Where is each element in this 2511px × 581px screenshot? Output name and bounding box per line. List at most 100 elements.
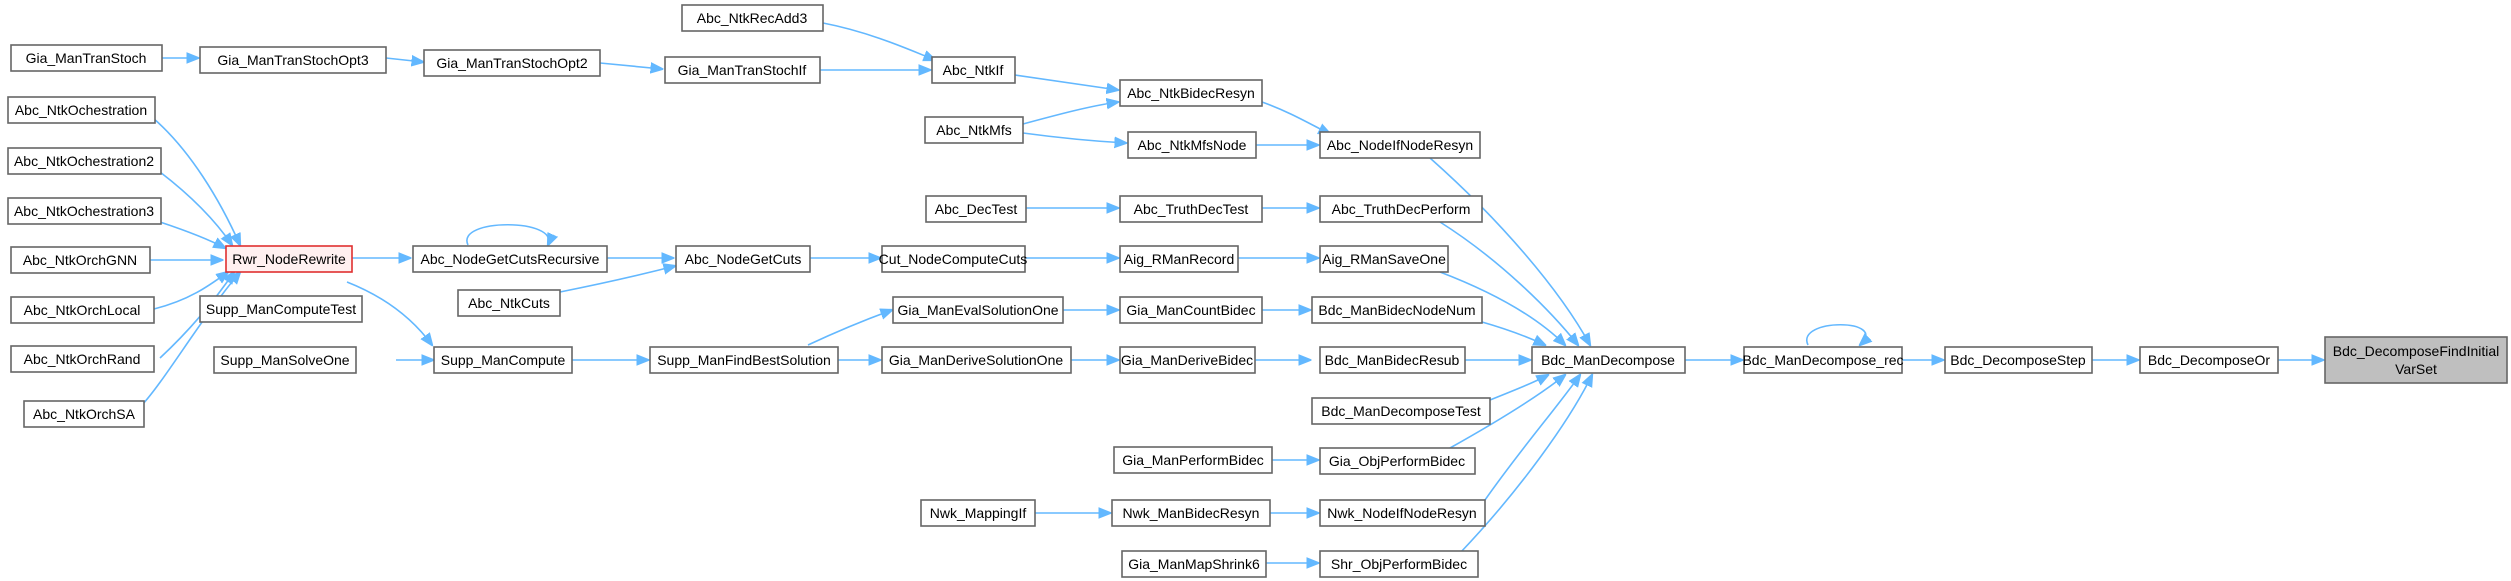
node-Gia_ManEvalSolutionOne[interactable]: Gia_ManEvalSolutionOne bbox=[892, 296, 1064, 324]
node-Gia_ManDeriveBidec[interactable]: Gia_ManDeriveBidec bbox=[1119, 346, 1256, 374]
node-label: Bdc_ManDecompose_rec bbox=[1742, 352, 1903, 368]
node-label: Abc_NtkOrchRand bbox=[24, 351, 141, 367]
node-label: Gia_ManTranStoch bbox=[26, 50, 147, 66]
node-label: Gia_ManDeriveBidec bbox=[1121, 352, 1253, 368]
node-Abc_NtkMfs[interactable]: Abc_NtkMfs bbox=[924, 116, 1024, 144]
edge bbox=[141, 272, 240, 406]
edge bbox=[1261, 101, 1330, 134]
node-label: Supp_ManFindBestSolution bbox=[657, 352, 831, 368]
node-Abc_NtkCuts[interactable]: Abc_NtkCuts bbox=[457, 289, 561, 317]
node-Gia_ManCountBidec[interactable]: Gia_ManCountBidec bbox=[1119, 296, 1263, 324]
node-Gia_ManTranStoch[interactable]: Gia_ManTranStoch bbox=[10, 44, 163, 72]
node-Supp_ManFindBestSolution[interactable]: Supp_ManFindBestSolution bbox=[649, 346, 839, 374]
edge bbox=[346, 281, 432, 345]
node-Bdc_DecomposeFindInitialVarSet[interactable]: Bdc_DecomposeFindInitial VarSet bbox=[2324, 336, 2508, 384]
edge bbox=[1022, 102, 1118, 125]
node-Abc_TruthDecPerform[interactable]: Abc_TruthDecPerform bbox=[1319, 195, 1483, 223]
node-label: Abc_NtkOrchLocal bbox=[24, 302, 141, 318]
node-Abc_NtkOrchLocal[interactable]: Abc_NtkOrchLocal bbox=[10, 296, 155, 324]
node-Gia_ManPerformBidec[interactable]: Gia_ManPerformBidec bbox=[1113, 446, 1273, 474]
node-label: Abc_NtkOrchSA bbox=[33, 406, 136, 422]
edge bbox=[385, 58, 423, 62]
node-label: Cut_NodeComputeCuts bbox=[879, 251, 1028, 267]
node-label: Abc_NtkOrchGNN bbox=[23, 252, 137, 268]
node-Cut_NodeComputeCuts[interactable]: Cut_NodeComputeCuts bbox=[879, 245, 1028, 273]
node-Abc_NtkIf[interactable]: Abc_NtkIf bbox=[931, 56, 1016, 84]
node-label: Gia_ManDeriveSolutionOne bbox=[889, 352, 1064, 368]
node-label: Gia_ManEvalSolutionOne bbox=[897, 302, 1058, 318]
node-label: Gia_ManTranStochOpt2 bbox=[436, 55, 587, 71]
node-Aig_RManSaveOne[interactable]: Aig_RManSaveOne bbox=[1319, 245, 1449, 273]
node-label: Nwk_ManBidecResyn bbox=[1123, 505, 1260, 521]
node-label: Supp_ManCompute bbox=[441, 352, 566, 368]
node-Gia_ObjPerformBidec[interactable]: Gia_ObjPerformBidec bbox=[1319, 447, 1476, 475]
edge bbox=[1806, 324, 1866, 345]
node-Nwk_ManBidecResyn[interactable]: Nwk_ManBidecResyn bbox=[1111, 499, 1271, 527]
edges bbox=[141, 22, 2323, 563]
edge bbox=[599, 63, 662, 69]
node-Abc_NtkOrchRand[interactable]: Abc_NtkOrchRand bbox=[10, 345, 155, 373]
node-Abc_NodeIfNodeResyn[interactable]: Abc_NodeIfNodeResyn bbox=[1319, 131, 1481, 159]
node-Bdc_DecomposeOr[interactable]: Bdc_DecomposeOr bbox=[2139, 346, 2279, 374]
node-label: Abc_NtkBidecResyn bbox=[1127, 85, 1255, 101]
edge bbox=[807, 310, 892, 346]
node-label: Abc_NtkOchestration bbox=[15, 102, 147, 118]
node-label: Abc_TruthDecPerform bbox=[1332, 201, 1471, 217]
node-Gia_ManDeriveSolutionOne[interactable]: Gia_ManDeriveSolutionOne bbox=[881, 346, 1072, 374]
edge bbox=[1014, 74, 1118, 90]
node-Bdc_ManDecomposeTest[interactable]: Bdc_ManDecomposeTest bbox=[1311, 397, 1491, 425]
node-label: Abc_NtkRecAdd3 bbox=[697, 10, 808, 26]
node-label: Abc_NtkMfs bbox=[936, 122, 1011, 138]
node-label: Bdc_ManBidecResub bbox=[1325, 352, 1460, 368]
node-Abc_NtkOrchSA[interactable]: Abc_NtkOrchSA bbox=[23, 400, 145, 428]
node-Abc_DecTest[interactable]: Abc_DecTest bbox=[925, 195, 1027, 223]
node-label: Gia_ManCountBidec bbox=[1126, 302, 1255, 318]
edge bbox=[1481, 321, 1545, 345]
node-Bdc_ManDecompose[interactable]: Bdc_ManDecompose bbox=[1531, 346, 1686, 374]
node-Abc_NodeGetCuts[interactable]: Abc_NodeGetCuts bbox=[675, 245, 811, 273]
node-Supp_ManSolveOne[interactable]: Supp_ManSolveOne bbox=[213, 346, 357, 374]
edge bbox=[1439, 271, 1565, 345]
node-Abc_TruthDecTest[interactable]: Abc_TruthDecTest bbox=[1119, 195, 1263, 223]
node-Supp_ManCompute[interactable]: Supp_ManCompute bbox=[433, 346, 573, 374]
node-Bdc_DecomposeStep[interactable]: Bdc_DecomposeStep bbox=[1944, 346, 2093, 374]
node-Aig_RManRecord[interactable]: Aig_RManRecord bbox=[1119, 245, 1239, 273]
node-label: Abc_DecTest bbox=[935, 201, 1018, 217]
node-Bdc_ManBidecResub[interactable]: Bdc_ManBidecResub bbox=[1319, 346, 1466, 374]
node-label: Aig_RManRecord bbox=[1124, 251, 1235, 267]
nodes: Gia_ManTranStoch Abc_NtkOchestration Abc… bbox=[7, 4, 2508, 578]
node-label: Abc_NtkOchestration3 bbox=[14, 203, 154, 219]
node-label: Bdc_DecomposeStep bbox=[1950, 352, 2086, 368]
node-Supp_ManComputeTest[interactable]: Supp_ManComputeTest bbox=[199, 295, 363, 323]
node-Gia_ManTranStochOpt3[interactable]: Gia_ManTranStochOpt3 bbox=[199, 46, 387, 74]
node-label: Shr_ObjPerformBidec bbox=[1331, 556, 1467, 572]
node-Gia_ManMapShrink6[interactable]: Gia_ManMapShrink6 bbox=[1121, 550, 1267, 578]
node-Abc_NtkRecAdd3[interactable]: Abc_NtkRecAdd3 bbox=[681, 4, 824, 32]
node-Abc_NodeGetCutsRecursive[interactable]: Abc_NodeGetCutsRecursive bbox=[412, 245, 608, 273]
node-Nwk_NodeIfNodeResyn[interactable]: Nwk_NodeIfNodeResyn bbox=[1319, 499, 1486, 527]
node-label: Abc_NtkOchestration2 bbox=[14, 153, 154, 169]
node-Abc_NtkBidecResyn[interactable]: Abc_NtkBidecResyn bbox=[1119, 79, 1263, 107]
node-label: Gia_ManTranStochOpt3 bbox=[217, 52, 368, 68]
node-label: Gia_ManPerformBidec bbox=[1122, 452, 1264, 468]
node-Rwr_NodeRewrite[interactable]: Rwr_NodeRewrite bbox=[225, 245, 353, 273]
node-Bdc_ManBidecNodeNum[interactable]: Bdc_ManBidecNodeNum bbox=[1311, 296, 1483, 324]
node-Gia_ManTranStochIf[interactable]: Gia_ManTranStochIf bbox=[664, 56, 821, 84]
node-label: Abc_NtkCuts bbox=[468, 295, 550, 311]
node-Abc_NtkMfsNode[interactable]: Abc_NtkMfsNode bbox=[1127, 131, 1257, 159]
edge bbox=[152, 117, 240, 245]
node-label: Abc_NodeGetCuts bbox=[685, 251, 802, 267]
node-Bdc_ManDecompose_rec[interactable]: Bdc_ManDecompose_rec bbox=[1742, 346, 1904, 374]
edge bbox=[822, 22, 935, 60]
node-Gia_ManTranStochOpt2[interactable]: Gia_ManTranStochOpt2 bbox=[423, 49, 601, 77]
node-Abc_NtkOchestration3[interactable]: Abc_NtkOchestration3 bbox=[7, 197, 162, 225]
node-label: Abc_NodeGetCutsRecursive bbox=[421, 251, 600, 267]
node-label: Supp_ManSolveOne bbox=[220, 352, 349, 368]
node-Nwk_MappingIf[interactable]: Nwk_MappingIf bbox=[920, 499, 1036, 527]
node-Abc_NtkOchestration2[interactable]: Abc_NtkOchestration2 bbox=[7, 147, 162, 175]
node-label: Nwk_NodeIfNodeResyn bbox=[1327, 505, 1476, 521]
node-Shr_ObjPerformBidec[interactable]: Shr_ObjPerformBidec bbox=[1319, 550, 1479, 578]
node-Abc_NtkOrchGNN[interactable]: Abc_NtkOrchGNN bbox=[10, 246, 151, 274]
edge bbox=[1022, 132, 1126, 143]
node-Abc_NtkOchestration[interactable]: Abc_NtkOchestration bbox=[7, 96, 156, 124]
